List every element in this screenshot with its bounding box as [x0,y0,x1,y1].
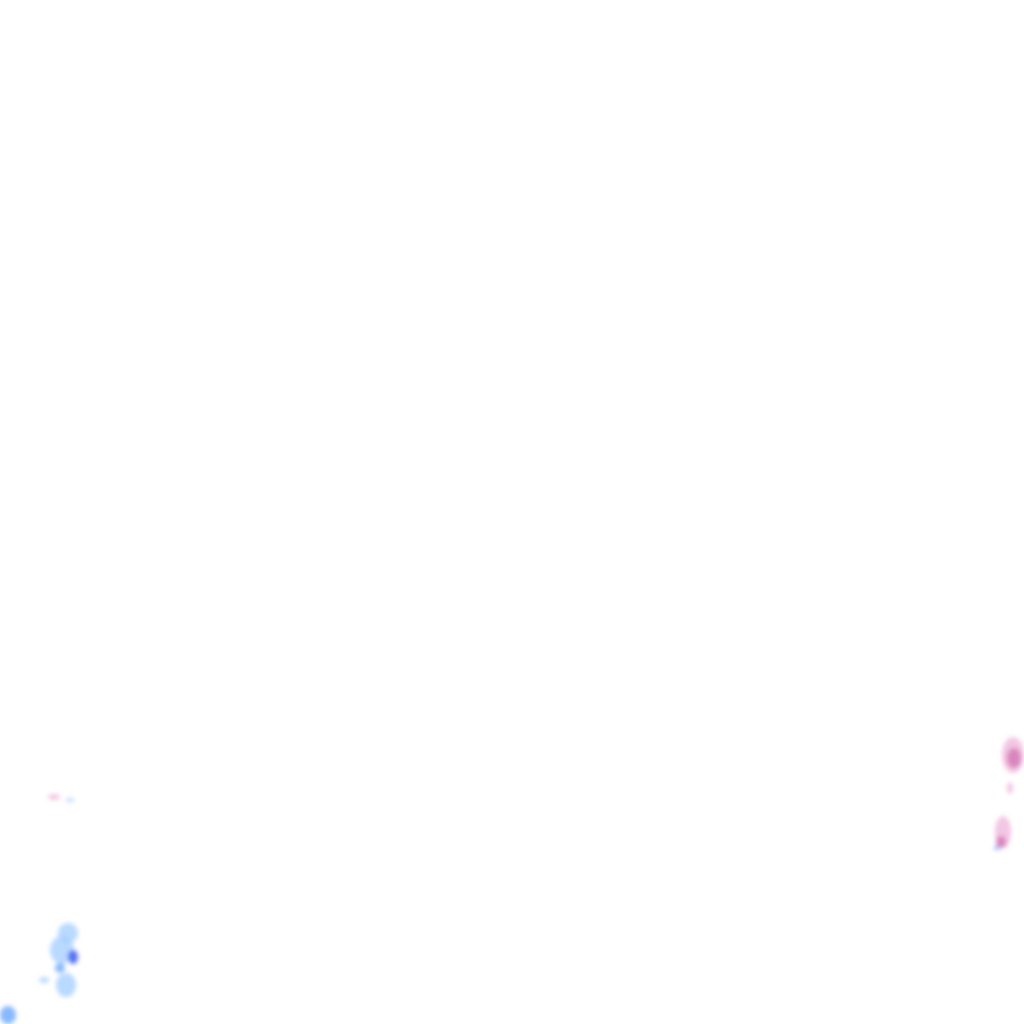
mixed-echo [48,794,60,800]
rain-echo [0,1006,16,1024]
rain-echo [39,977,49,983]
mixed-echo [1007,748,1021,768]
rain-echo [66,798,74,802]
mixed-echo [1007,782,1013,794]
mixed-cell-northwest [48,794,60,800]
rain-echo [68,950,78,964]
mixed-cell-east [994,737,1024,850]
rain-echo [994,846,1000,850]
rain-echo [55,963,65,973]
rain-cell-southwest [0,798,78,1024]
mixed-echo [996,836,1006,848]
rain-echo [56,973,76,997]
